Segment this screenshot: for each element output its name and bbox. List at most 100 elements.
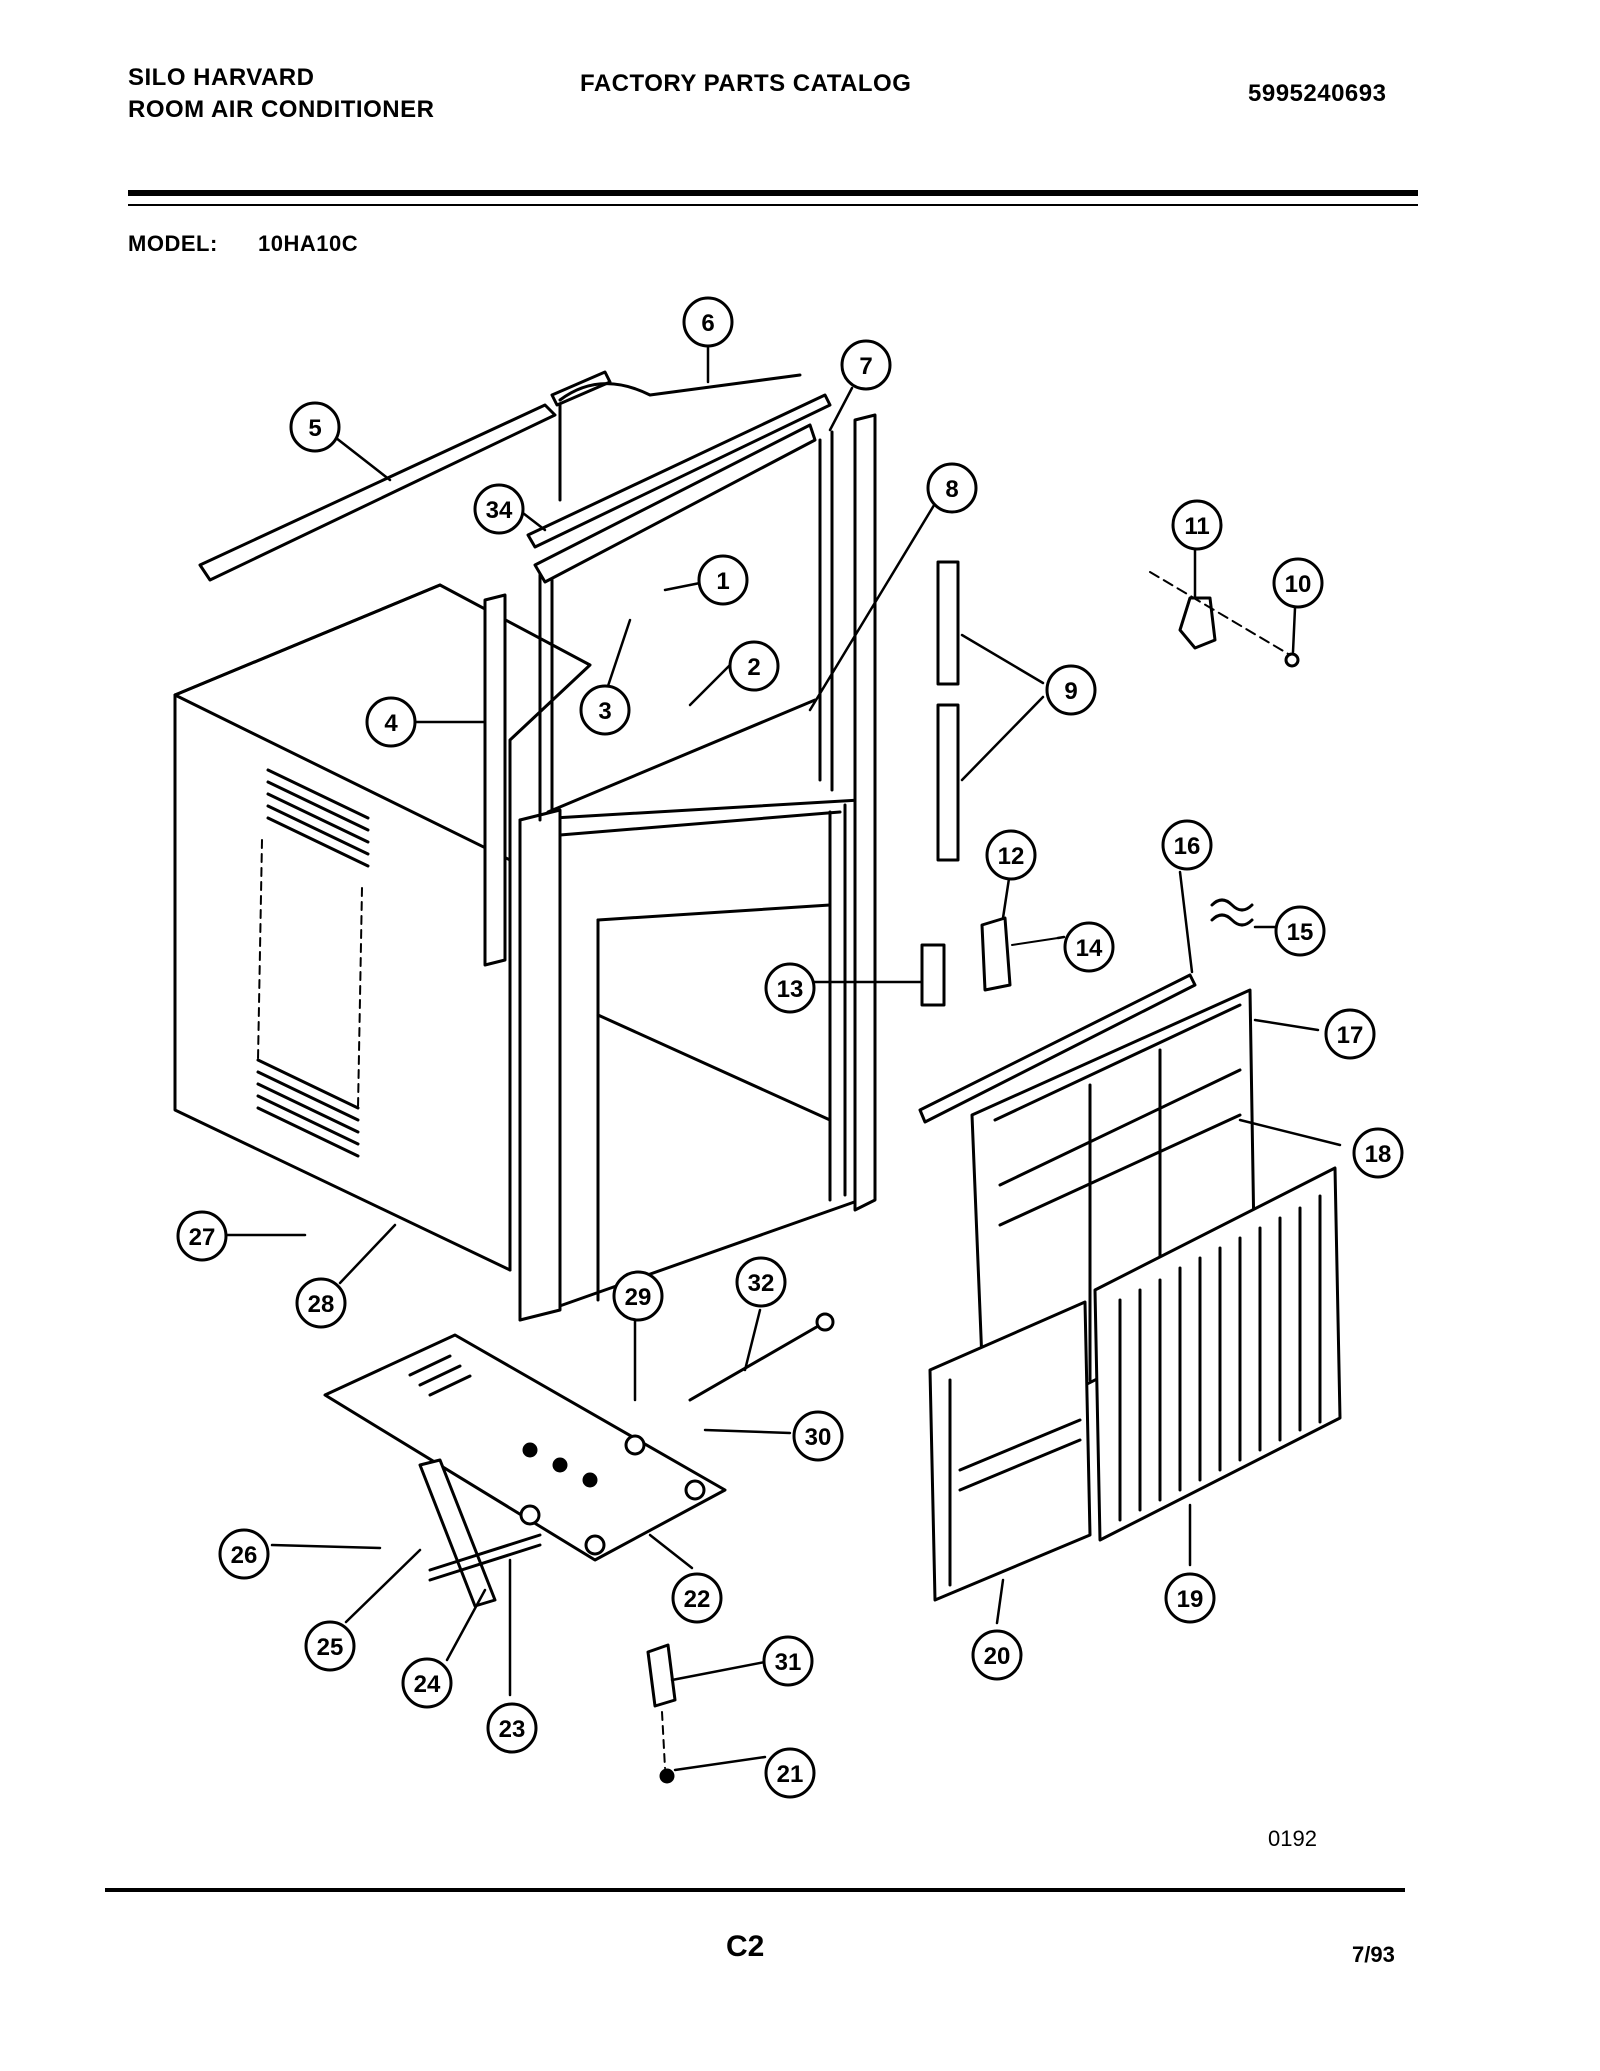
callout-24: 24: [401, 1657, 453, 1709]
svg-text:17: 17: [1337, 1022, 1364, 1049]
callout-2: 2: [728, 640, 780, 692]
svg-text:30: 30: [805, 1424, 832, 1451]
model-value: 10HA10C: [258, 231, 359, 256]
callout-4: 4: [365, 696, 417, 748]
svg-text:34: 34: [486, 497, 513, 524]
svg-text:19: 19: [1177, 1586, 1204, 1613]
callout-9: 9: [1045, 664, 1097, 716]
callout-5: 5: [289, 401, 341, 453]
front-frame: [518, 798, 862, 1322]
callout-30: 30: [792, 1410, 844, 1462]
footer-rule: [105, 1888, 1405, 1892]
bracket-12: [980, 916, 1012, 992]
top-seal: [526, 393, 832, 549]
callout-14: 14: [1063, 921, 1115, 973]
side-strip-right: [853, 413, 877, 1212]
svg-text:31: 31: [775, 1649, 802, 1676]
catalog-title: FACTORY PARTS CATALOG: [580, 70, 912, 97]
door-panel: [928, 1300, 1092, 1602]
callout-6: 6: [682, 296, 734, 348]
svg-text:28: 28: [308, 1291, 335, 1318]
callouts: 1 2 3 4 5 6 7 8 9 10 11 12 13 14 15 16 1…: [176, 296, 1404, 1799]
svg-text:24: 24: [414, 1671, 441, 1698]
callout-3: 3: [579, 684, 631, 736]
screw-21: [659, 1768, 675, 1784]
callout-19: 19: [1164, 1572, 1216, 1624]
svg-text:13: 13: [777, 976, 804, 1003]
callout-22: 22: [671, 1572, 723, 1624]
page-code: C2: [726, 1930, 765, 1963]
svg-text:21: 21: [777, 1761, 804, 1788]
callout-7: 7: [840, 339, 892, 391]
callout-32: 32: [735, 1256, 787, 1308]
svg-text:11: 11: [1184, 513, 1209, 540]
callout-23: 23: [486, 1702, 538, 1754]
svg-text:15: 15: [1287, 919, 1314, 946]
leg-support: [418, 1458, 542, 1608]
leader-lines: [223, 320, 1342, 1772]
callout-27: 27: [176, 1210, 228, 1262]
screw-10: [1284, 652, 1300, 668]
callout-15: 15: [1274, 905, 1326, 957]
svg-text:8: 8: [945, 476, 958, 503]
svg-text:22: 22: [684, 1586, 711, 1613]
top-bracket-strip: [550, 370, 802, 502]
callout-28: 28: [295, 1277, 347, 1329]
callout-26: 26: [218, 1528, 270, 1580]
svg-text:7: 7: [859, 353, 872, 380]
filter-panel: [1093, 1166, 1342, 1542]
callout-12: 12: [985, 829, 1037, 881]
svg-text:16: 16: [1174, 833, 1201, 860]
svg-text:6: 6: [701, 310, 714, 337]
brand-line-2: ROOM AIR CONDITIONER: [128, 96, 435, 123]
brand-line-1: SILO HARVARD: [128, 64, 315, 91]
spring-15: [1210, 898, 1254, 912]
clip-13: [920, 943, 946, 1007]
callout-16: 16: [1161, 819, 1213, 871]
svg-text:5: 5: [308, 415, 321, 442]
header-rule-thin: [128, 204, 1418, 206]
callout-21: 21: [764, 1747, 816, 1799]
callout-34: 34: [473, 483, 525, 535]
callout-10: 10: [1272, 557, 1324, 609]
callout-18: 18: [1352, 1127, 1404, 1179]
svg-text:4: 4: [384, 710, 398, 737]
svg-text:23: 23: [499, 1716, 526, 1743]
svg-text:14: 14: [1076, 935, 1103, 962]
svg-text:32: 32: [748, 1270, 775, 1297]
callout-8: 8: [926, 462, 978, 514]
svg-text:29: 29: [625, 1284, 652, 1311]
drawing-code: 0192: [1268, 1826, 1317, 1851]
svg-text:2: 2: [747, 654, 760, 681]
svg-text:1: 1: [716, 568, 729, 595]
callout-29: 29: [612, 1270, 664, 1322]
header-rule-thick: [128, 190, 1418, 196]
svg-text:12: 12: [998, 843, 1025, 870]
side-strip-left: [483, 593, 507, 967]
callout-11: 11: [1171, 499, 1223, 551]
model-label: MODEL:: [128, 231, 218, 256]
svg-text:26: 26: [231, 1542, 258, 1569]
catalog-date: 7/93: [1352, 1942, 1395, 1967]
callout-13: 13: [764, 962, 816, 1014]
top-rail: [198, 403, 557, 582]
slider-bar-16: [918, 973, 1197, 1124]
callout-17: 17: [1324, 1008, 1376, 1060]
base-pan: [323, 1333, 727, 1562]
bracket-31: [646, 1643, 677, 1708]
svg-text:20: 20: [984, 1643, 1011, 1670]
svg-text:25: 25: [317, 1634, 344, 1661]
callout-25: 25: [304, 1620, 356, 1672]
svg-text:10: 10: [1285, 571, 1312, 598]
svg-text:18: 18: [1365, 1141, 1392, 1168]
top-frame: [533, 423, 834, 822]
catalog-number: 5995240693: [1248, 80, 1387, 107]
svg-text:27: 27: [189, 1224, 216, 1251]
svg-text:3: 3: [598, 698, 611, 725]
callout-20: 20: [971, 1629, 1023, 1681]
rod-32: [688, 1312, 835, 1402]
callout-31: 31: [762, 1635, 814, 1687]
callout-1: 1: [697, 554, 749, 606]
svg-text:9: 9: [1064, 678, 1077, 705]
